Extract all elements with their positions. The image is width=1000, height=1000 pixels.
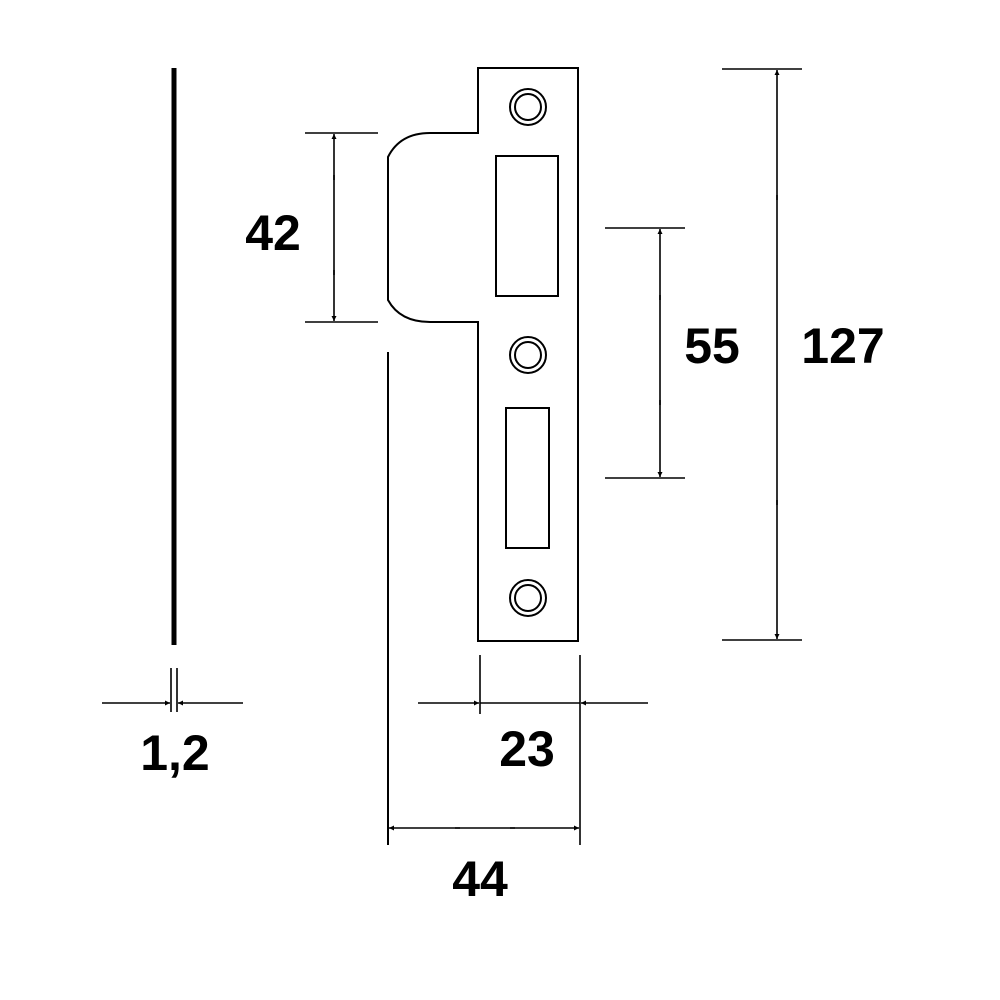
dimension-42 xyxy=(305,132,378,323)
label-44: 44 xyxy=(452,851,508,907)
label-55: 55 xyxy=(684,318,740,374)
dimension-1-2 xyxy=(102,668,243,712)
dimension-23 xyxy=(418,655,648,845)
strike-plate-outline xyxy=(387,67,579,642)
dimension-127 xyxy=(722,68,802,641)
dimension-55 xyxy=(605,227,685,479)
latch-slot xyxy=(495,155,559,297)
bolt-slot xyxy=(505,407,550,549)
label-127: 127 xyxy=(801,318,884,374)
screw-hole-bottom xyxy=(509,579,547,617)
label-23: 23 xyxy=(499,721,555,777)
screw-hole-middle xyxy=(509,336,547,374)
screw-hole-top xyxy=(509,88,547,126)
label-1-2: 1,2 xyxy=(140,725,210,781)
label-42: 42 xyxy=(245,205,301,261)
